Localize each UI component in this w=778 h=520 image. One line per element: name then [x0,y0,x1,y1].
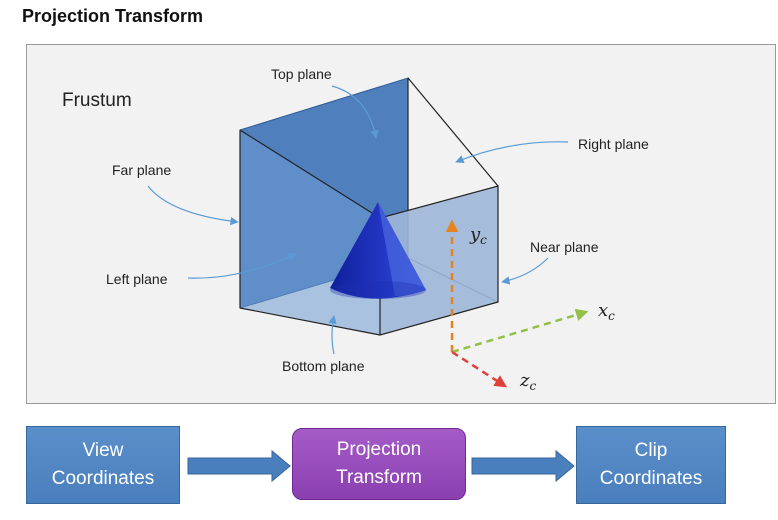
right-plane-label: Right plane [578,136,649,152]
left-plane-label: Left plane [106,271,168,287]
clip-coordinates-label: Clip Coordinates [599,440,703,489]
top-plane-pointer [331,85,379,139]
flow-arrow-1 [187,449,291,483]
projection-transform-box: Projection Transform [292,428,466,500]
far-plane-pointer [147,185,239,226]
projection-transform-label: Projection Transform [336,439,422,488]
clip-coordinates-box: Clip Coordinates [576,426,726,504]
top-plane-label: Top plane [271,66,332,82]
cone-shape [330,202,426,299]
flow-arrows [187,449,575,483]
z-axis-label: zc [519,370,536,393]
page-title: Projection Transform [22,6,204,26]
view-coordinates-label: View Coordinates [51,440,155,489]
left-plane-pointer [187,253,297,279]
y-axis-label: yc [469,224,487,247]
x-axis-label: xc [598,300,615,323]
frustum-heading: Frustum [62,90,132,111]
flow-arrow-2 [471,449,575,483]
callout-arrows [147,85,569,355]
view-coordinates-box: View Coordinates [26,426,180,504]
x-axis [451,308,589,354]
bottom-plane-pointer [328,315,337,355]
near-plane-pointer [501,257,549,285]
right-plane-pointer [455,141,569,164]
z-axis [451,350,508,388]
near-plane-label: Near plane [530,239,599,255]
camera-axes [445,219,589,388]
bottom-plane-label: Bottom plane [282,358,365,374]
far-plane-label: Far plane [112,162,171,178]
